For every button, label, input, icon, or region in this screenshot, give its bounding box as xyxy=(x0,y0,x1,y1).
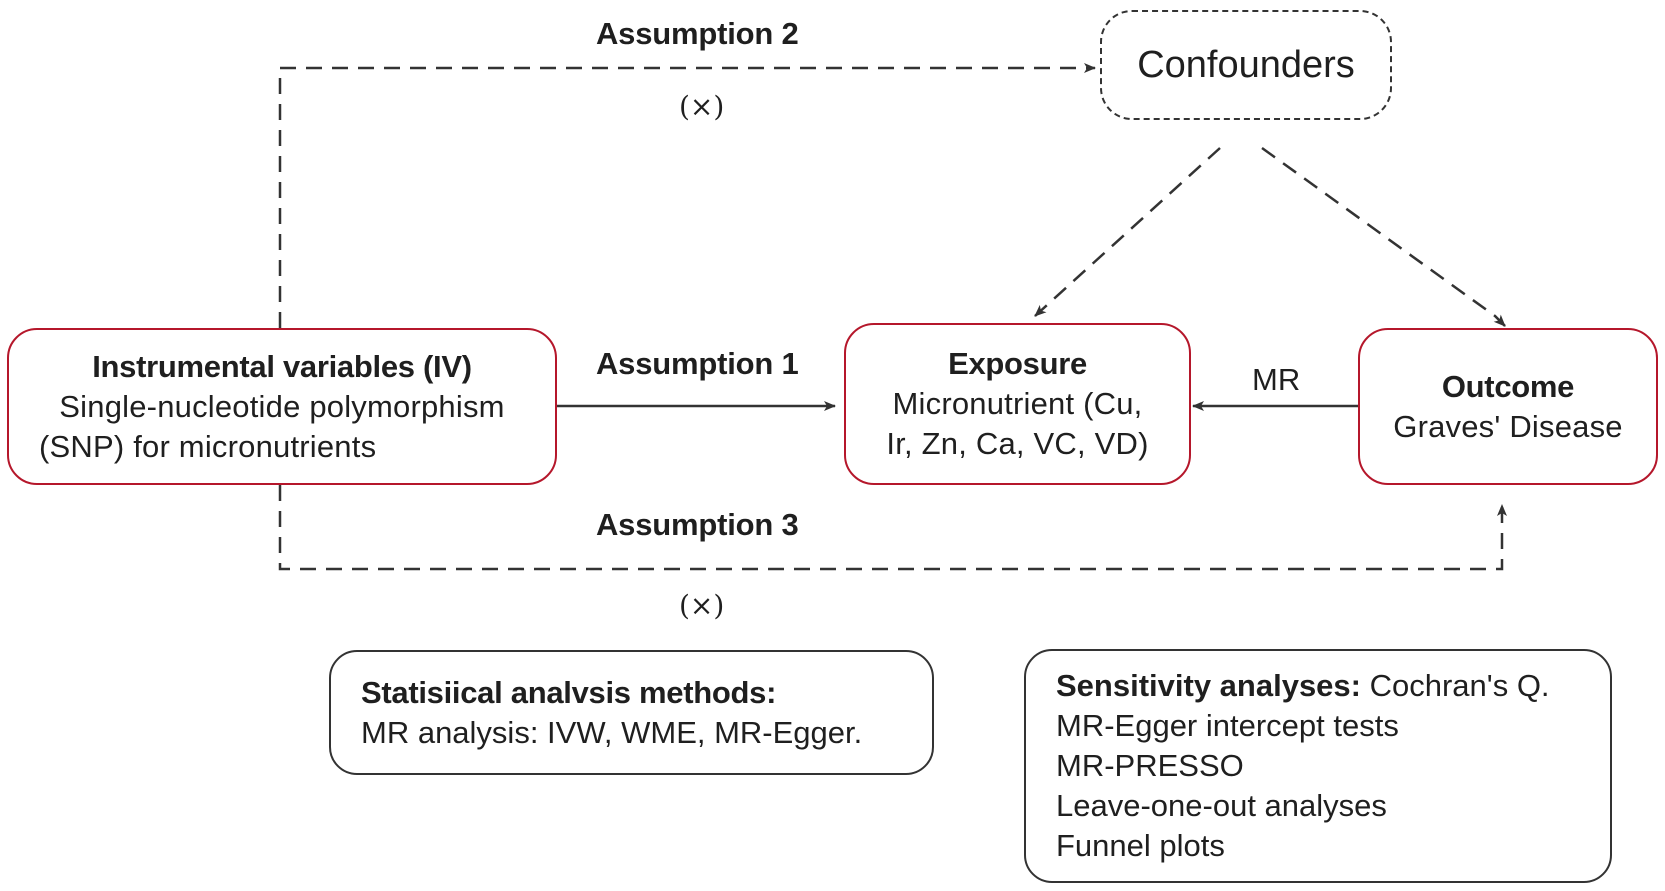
iv-box: Instrumental variables (IV) Single-nucle… xyxy=(7,328,557,485)
sensitivity-first-tail: Cochran's Q. xyxy=(1361,668,1550,703)
assumption1-label: Assumption 1 xyxy=(596,346,799,381)
methods-line: MR analysis: IVW, WME, MR-Egger. xyxy=(361,714,863,750)
sensitivity-line-5: Funnel plots xyxy=(1056,828,1225,863)
mr-label: MR xyxy=(1252,362,1301,397)
assumption3-label: Assumption 3 xyxy=(596,507,799,542)
confounders-title: Confounders xyxy=(1137,44,1355,86)
sensitivity-line-3: MR-PRESSO xyxy=(1056,748,1244,783)
confounders-box: Confounders xyxy=(1100,10,1392,120)
outcome-title: Outcome xyxy=(1441,368,1575,404)
cross-mark-top: (×) xyxy=(679,90,725,123)
iv-line-1: Single-nucleotide polymorphism xyxy=(59,388,505,424)
sensitivity-line-4: Leave-one-out analyses xyxy=(1056,788,1387,823)
assumption2-arrow xyxy=(278,63,1096,328)
sensitivity-line-2: MR-Egger intercept tests xyxy=(1056,708,1399,743)
methods-box: Statisiical analvsis methods: MR analysi… xyxy=(329,650,934,775)
exposure-box: Exposure Micronutrient (Cu, Ir, Zn, Ca, … xyxy=(844,323,1191,485)
confounders-to-exposure-arrow xyxy=(1034,147,1221,317)
exposure-title: Exposure xyxy=(948,346,1087,381)
methods-title: Statisiical analvsis methods: xyxy=(361,674,777,710)
iv-title: Instrumental variables (IV) xyxy=(92,348,472,384)
assumption2-label: Assumption 2 xyxy=(596,16,799,51)
assumption3-arrow xyxy=(278,485,1507,571)
confounders-to-outcome-arrow xyxy=(1261,146,1506,327)
iv-line-2: (SNP) for micronutrients xyxy=(39,428,377,464)
outcome-box: Outcome Graves' Disease xyxy=(1358,328,1658,485)
sensitivity-box: Sensitivity analyses: Cochran's Q. MR-Eg… xyxy=(1024,649,1612,883)
exposure-line-2: Ir, Zn, Ca, VC, VD) xyxy=(886,426,1149,461)
exposure-line-1: Micronutrient (Cu, xyxy=(892,386,1143,421)
sensitivity-title: Sensitivity analyses: xyxy=(1056,668,1361,703)
outcome-line-1: Graves' Disease xyxy=(1393,408,1623,444)
cross-mark-bottom: (×) xyxy=(679,589,725,622)
sensitivity-line-1: Sensitivity analyses: Cochran's Q. xyxy=(1056,666,1550,706)
